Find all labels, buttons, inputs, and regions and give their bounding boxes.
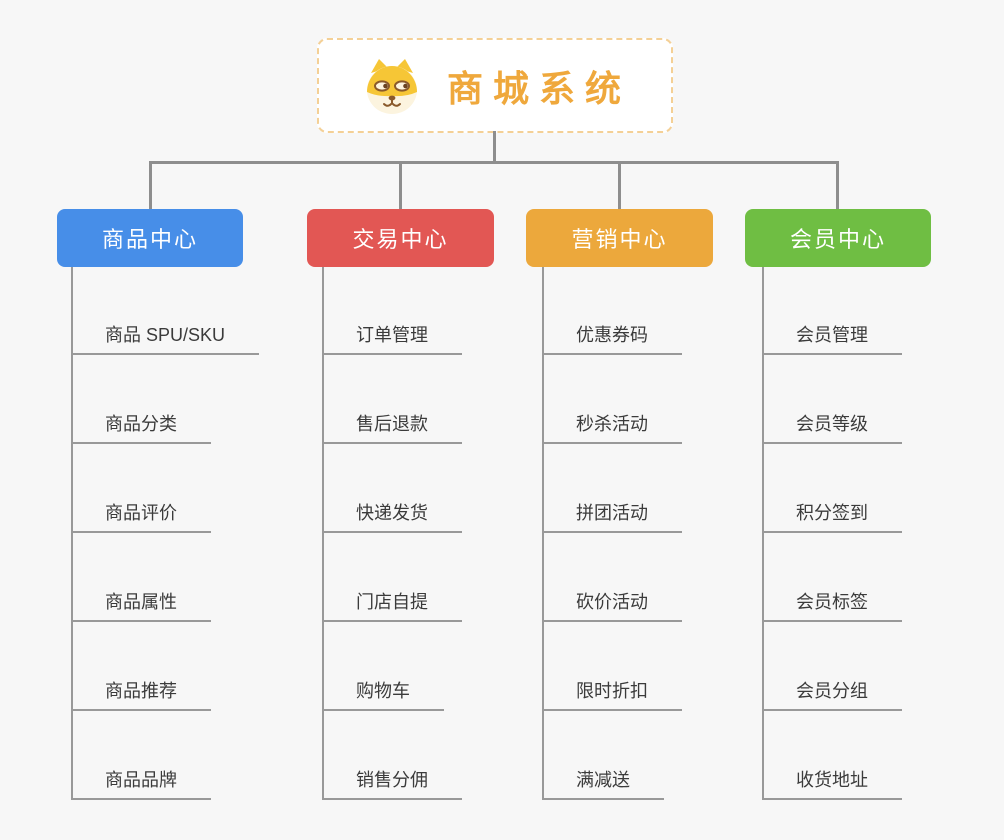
leaf-node[interactable]: 销售分佣 [322, 762, 462, 800]
drop-line-trade [399, 162, 402, 209]
branch-node-member[interactable]: 会员中心 [745, 209, 931, 267]
drop-line-member [836, 162, 839, 209]
branch-bus-line [149, 161, 839, 164]
spine-line-member [762, 267, 764, 800]
root-node[interactable]: 商城系统 [317, 38, 673, 133]
leaf-node[interactable]: 门店自提 [322, 584, 462, 622]
leaf-node[interactable]: 会员等级 [762, 406, 902, 444]
leaf-node[interactable]: 订单管理 [322, 317, 462, 355]
leaf-node[interactable]: 会员标签 [762, 584, 902, 622]
leaf-node[interactable]: 商品分类 [71, 406, 211, 444]
spine-line-marketing [542, 267, 544, 800]
leaf-node[interactable]: 优惠券码 [542, 317, 682, 355]
leaf-node[interactable]: 商品属性 [71, 584, 211, 622]
leaf-node[interactable]: 满减送 [542, 762, 664, 800]
leaf-node[interactable]: 售后退款 [322, 406, 462, 444]
leaf-node[interactable]: 收货地址 [762, 762, 902, 800]
leaf-node[interactable]: 积分签到 [762, 495, 902, 533]
branch-node-trade[interactable]: 交易中心 [307, 209, 494, 267]
leaf-node[interactable]: 限时折扣 [542, 673, 682, 711]
dog-face-icon [359, 56, 425, 116]
leaf-node[interactable]: 砍价活动 [542, 584, 682, 622]
leaf-node[interactable]: 商品推荐 [71, 673, 211, 711]
leaf-node[interactable]: 拼团活动 [542, 495, 682, 533]
leaf-node[interactable]: 商品 SPU/SKU [71, 317, 260, 355]
leaf-node[interactable]: 购物车 [322, 673, 444, 711]
branch-node-marketing[interactable]: 营销中心 [526, 209, 713, 267]
spine-line-product [71, 267, 73, 800]
leaf-node[interactable]: 商品品牌 [71, 762, 211, 800]
drop-line-product [149, 162, 152, 209]
branch-node-product[interactable]: 商品中心 [57, 209, 243, 267]
leaf-node[interactable]: 会员管理 [762, 317, 902, 355]
leaf-node[interactable]: 商品评价 [71, 495, 211, 533]
leaf-node[interactable]: 快递发货 [322, 495, 462, 533]
spine-line-trade [322, 267, 324, 800]
drop-line-marketing [618, 162, 621, 209]
leaf-node[interactable]: 会员分组 [762, 673, 902, 711]
root-title: 商城系统 [446, 67, 631, 109]
leaf-node[interactable]: 秒杀活动 [542, 406, 682, 444]
root-connector-stub [493, 131, 496, 163]
